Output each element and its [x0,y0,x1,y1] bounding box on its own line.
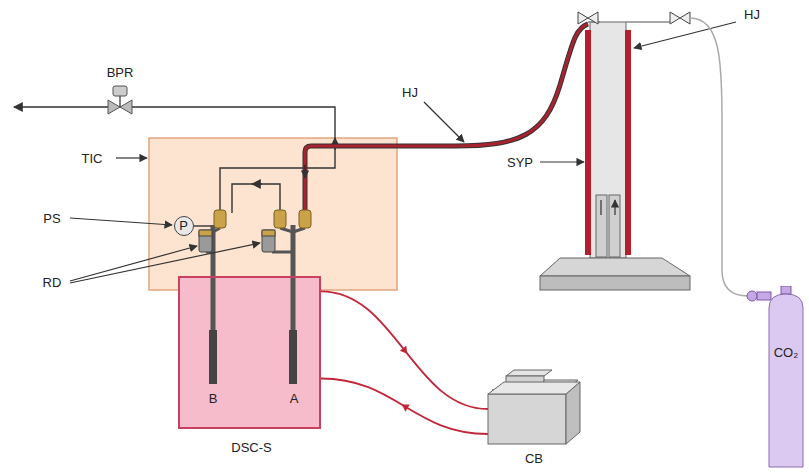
gas-cylinder-drawing [767,286,805,468]
heated-pipe [305,24,588,213]
gauge-line [194,225,211,226]
valves [578,12,771,301]
arrow-head [400,346,407,354]
cell-tubes [209,210,311,384]
node-label: P [179,219,188,232]
cable-connector [321,291,488,409]
part-label: RD [43,276,62,289]
rupture-disc [199,230,293,252]
flow-arrow [304,165,305,178]
cable-connector [321,379,488,434]
part-label: B [209,392,218,405]
dsc-fill [178,276,321,429]
node-label: CO₂ [774,346,799,359]
cell-loop [232,184,280,213]
part-label: A [290,392,299,405]
arrow-head [402,405,410,412]
heated-pipe [305,24,588,213]
leader-line [540,161,584,162]
cb-node: CB [484,368,584,466]
outlet-line [14,107,335,213]
part-label: BPR [107,66,134,79]
leader-line [634,22,736,48]
part-label: PS [43,212,60,225]
leader-line [424,102,464,142]
leader-line [116,157,147,158]
gauge-node: P [174,216,194,236]
leader-line [70,218,172,225]
bpr-valve [108,86,132,114]
part-label: HJ [744,8,760,21]
node-label: DSC-S [231,441,271,454]
part-label: HJ [402,86,418,99]
part-label: TIC [82,152,103,165]
part-label: SYP [507,156,533,169]
circulating-bath-drawing [484,368,584,448]
cyl-node: CO₂ [767,286,805,468]
node-label: CB [525,452,543,465]
syringe-pump [540,22,690,290]
flow-arrow [252,183,262,184]
dsc-node: DSC-S [178,276,321,429]
tic-enclosure [149,138,397,290]
